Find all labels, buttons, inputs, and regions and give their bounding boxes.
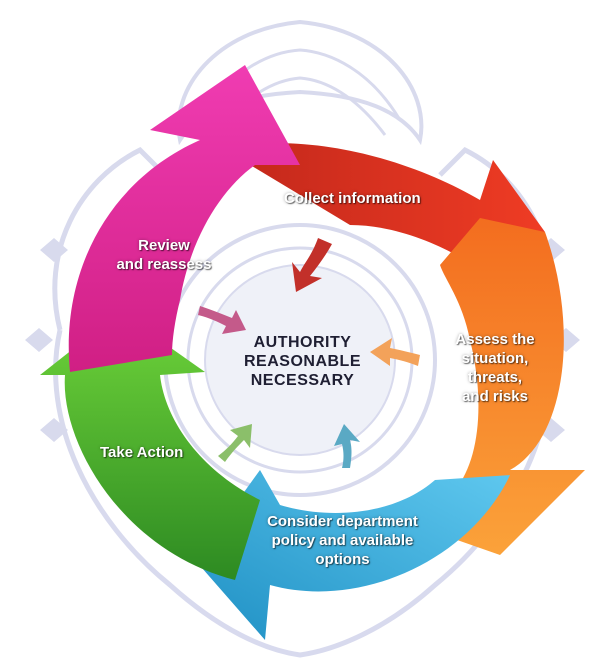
consider-label: Consider department policy and available… xyxy=(245,512,440,569)
assess-label-line-3: threats, xyxy=(467,369,523,386)
center-line-reasonable: REASONABLE xyxy=(243,353,361,370)
center-principles: AUTHORITY REASONABLE NECESSARY xyxy=(225,333,380,390)
take-action-inner-arrow-icon xyxy=(218,424,252,462)
collect-inner-arrow-icon xyxy=(292,238,332,292)
review-arrow xyxy=(68,65,300,372)
assess-arrow xyxy=(400,218,585,555)
assess-label: Assess the situation, threats, and risks xyxy=(445,330,545,406)
assess-inner-arrow-icon xyxy=(370,338,420,366)
consider-inner-arrow-icon xyxy=(334,424,360,468)
collect-label-line: Collect information xyxy=(284,190,421,207)
review-label-line-2: and reassess xyxy=(116,256,212,273)
center-line-necessary: NECESSARY xyxy=(250,372,355,389)
consider-arrow xyxy=(195,470,510,640)
review-inner-arrow-icon xyxy=(198,306,246,334)
take-action-label-line: Take Action xyxy=(100,444,184,461)
assess-label-line-4: and risks xyxy=(462,388,528,405)
take-action-arrow xyxy=(40,312,260,580)
consider-label-line-1: Consider department xyxy=(267,513,418,530)
center-line-authority: AUTHORITY xyxy=(253,334,352,351)
badge-background xyxy=(25,19,580,658)
eagle-crest-shape xyxy=(176,19,424,146)
review-label-line-1: Review xyxy=(138,237,190,254)
consider-label-line-3: options xyxy=(315,551,370,568)
seal-center xyxy=(204,264,396,456)
consider-label-line-2: policy and available xyxy=(271,532,414,549)
collect-label: Collect information xyxy=(284,189,421,208)
review-label: Review and reassess xyxy=(104,236,224,274)
take-action-label: Take Action xyxy=(100,443,183,462)
assess-label-line-2: situation, xyxy=(461,350,529,367)
badge-scallop-left xyxy=(25,238,68,442)
assess-label-line-1: Assess the xyxy=(455,331,535,348)
